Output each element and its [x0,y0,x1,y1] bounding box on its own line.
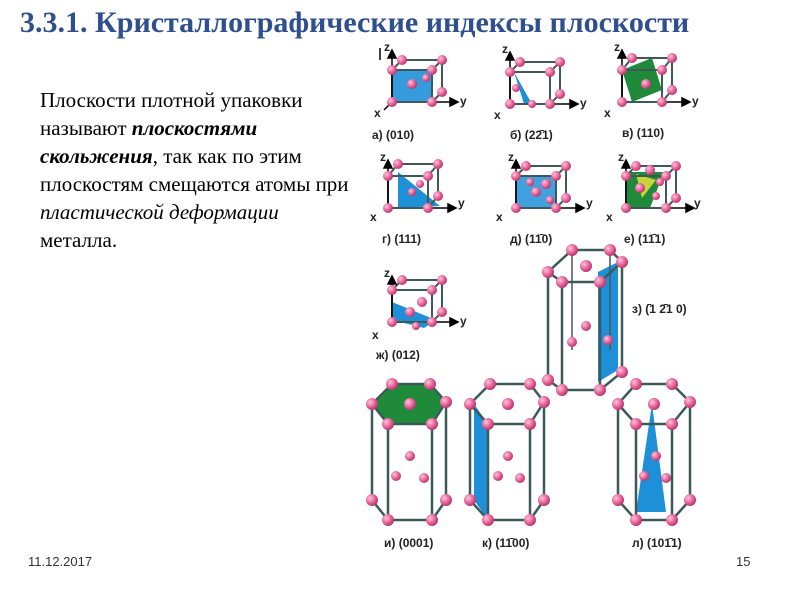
axis-x-v: x [604,106,611,120]
body-text-emphasis-2: пластической деформации [40,200,279,224]
axis-z-d: z [508,150,514,164]
axis-z-g: z [380,150,386,164]
label-i: и) (0001) [384,536,434,550]
axis-y-d: y [586,196,593,210]
slide-title: 3.3.1. Кристаллографические индексы плос… [20,6,690,39]
axis-x-zh: x [372,328,379,342]
label-z: з) (̄1 2̄1 0) [632,302,687,316]
axis-x-e: x [606,210,613,224]
cube-g [387,163,441,209]
label-b: б) (22̄1) [510,128,553,142]
body-text: Плоскости плотной упаковки называют плос… [40,86,358,254]
axis-y-v: y [692,94,699,108]
axis-y-b: y [580,96,587,110]
axis-z-b: z [502,42,508,56]
footer-date: 11.12.2017 [28,554,93,569]
axis-z-zh: z [384,266,390,280]
label-l: л) (101̄1) [632,536,682,550]
axis-y-zh: y [460,314,467,328]
axis-y-a: y [460,94,467,108]
label-e: е) (11̄1) [624,232,666,246]
label-d: д) (11̄0) [510,232,553,246]
body-text-part2: , так как по этим плоскостям смещаются а… [40,144,349,196]
axis-z-e: z [618,150,624,164]
label-k: к) (11̄00) [482,536,530,550]
label-zh: ж) (012) [376,348,420,362]
axis-z-a: z [384,40,390,54]
label-g: г) (111) [382,232,422,246]
axis-y-e: y [694,196,701,210]
body-text-part3: металла. [40,228,118,252]
axis-x-b: x [494,108,501,122]
label-a: а) (010) [372,128,415,142]
axis-y-g: y [458,196,465,210]
body-text-emphasis: плоскостями скольжения [40,116,258,168]
label-v: в) (110) [622,126,665,140]
axis-x-a: x [374,106,381,120]
page-number: 15 [736,554,751,569]
axis-x-g: x [370,210,377,224]
axis-x-d: x [496,210,503,224]
body-text-part1: Плоскости плотной упаковки называют [40,88,303,140]
axis-z-v: z [614,40,620,54]
atoms [366,53,696,526]
